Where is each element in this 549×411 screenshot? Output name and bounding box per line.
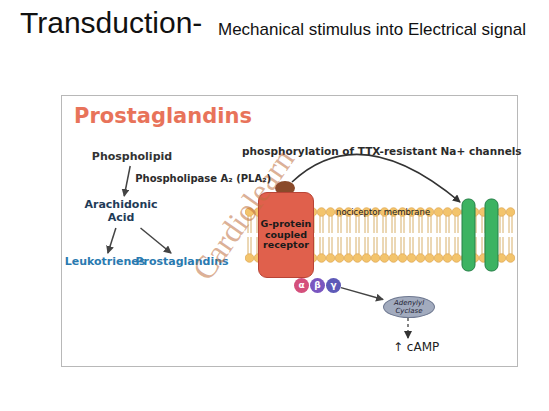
slide-subtitle: Mechanical stimulus into Electrical sign… xyxy=(218,20,526,40)
enzyme-ellipse: Adenylyl Cyclase xyxy=(383,296,435,318)
pathway-text: Phospholipid xyxy=(94,148,170,166)
slide-title: Transduction- xyxy=(20,6,202,40)
flow-arrow xyxy=(108,228,116,253)
pathway-text: Leukotrienes xyxy=(70,253,140,271)
flow-arrow xyxy=(141,228,172,253)
phosphorylation-arrow xyxy=(292,154,460,202)
g-protein-subunit: γ xyxy=(326,278,341,293)
camp-arrow xyxy=(407,318,408,338)
node-text: γ xyxy=(330,280,336,290)
membrane-label: nociceptor membrane xyxy=(336,207,430,217)
g-protein-subunit: β xyxy=(310,278,325,293)
node-text: Arachidonic Acid xyxy=(84,199,157,224)
sodium-channel xyxy=(485,199,498,271)
node-text: α xyxy=(298,280,304,290)
node-text: Leukotrienes xyxy=(65,256,146,269)
edge-label: Phospholipase A₂ (PLA₂) xyxy=(135,173,271,184)
node-text: G-protein coupled receptor xyxy=(259,219,313,252)
node-text: Adenylyl Cyclase xyxy=(384,299,434,315)
g-protein-subunit: α xyxy=(294,278,309,293)
flow-arrow xyxy=(124,166,130,196)
node-text: β xyxy=(314,280,320,290)
pathway-text: Arachidonic Acid xyxy=(86,196,156,228)
sodium-channel xyxy=(462,199,475,271)
flow-arrow xyxy=(341,288,383,300)
node-text: Phospholipid xyxy=(92,151,172,164)
panel-heading: Prostaglandins xyxy=(74,104,252,128)
receptor-cap xyxy=(275,181,295,195)
messenger-label: ↑ cAMP xyxy=(393,340,439,354)
